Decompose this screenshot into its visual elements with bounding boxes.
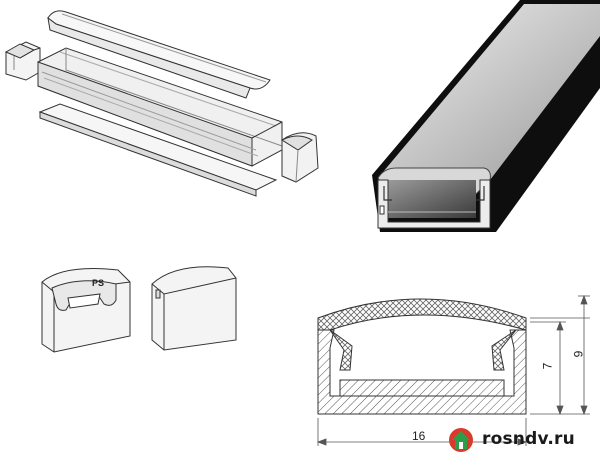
site-watermark: rosndv.ru <box>446 424 575 454</box>
end-cap-mark-label: PS <box>92 278 105 288</box>
diffuser-cover-strip <box>47 10 271 99</box>
dimension-width-label: 16 <box>412 429 426 443</box>
dimension-lines <box>316 294 590 446</box>
watermark-text: rosndv.ru <box>482 429 575 449</box>
right-end-cap <box>280 132 319 183</box>
cross-section-aluminium-body <box>317 329 527 415</box>
dimension-inner-height-label: 7 <box>540 362 555 370</box>
end-cap-front-view <box>41 268 131 353</box>
end-cap-pair <box>41 266 237 353</box>
cross-section-drawing <box>316 294 590 446</box>
dimension-total-height-label: 9 <box>571 350 586 358</box>
end-cap-side-view <box>151 266 237 351</box>
exploded-assembly-drawing <box>4 10 319 197</box>
house-logo-icon <box>449 428 473 452</box>
aluminium-profile-body <box>37 47 283 167</box>
profile-3d-render <box>372 0 600 232</box>
cross-section-diffuser <box>317 298 527 331</box>
led-strip-tape <box>38 103 278 197</box>
left-end-cap <box>4 41 41 81</box>
